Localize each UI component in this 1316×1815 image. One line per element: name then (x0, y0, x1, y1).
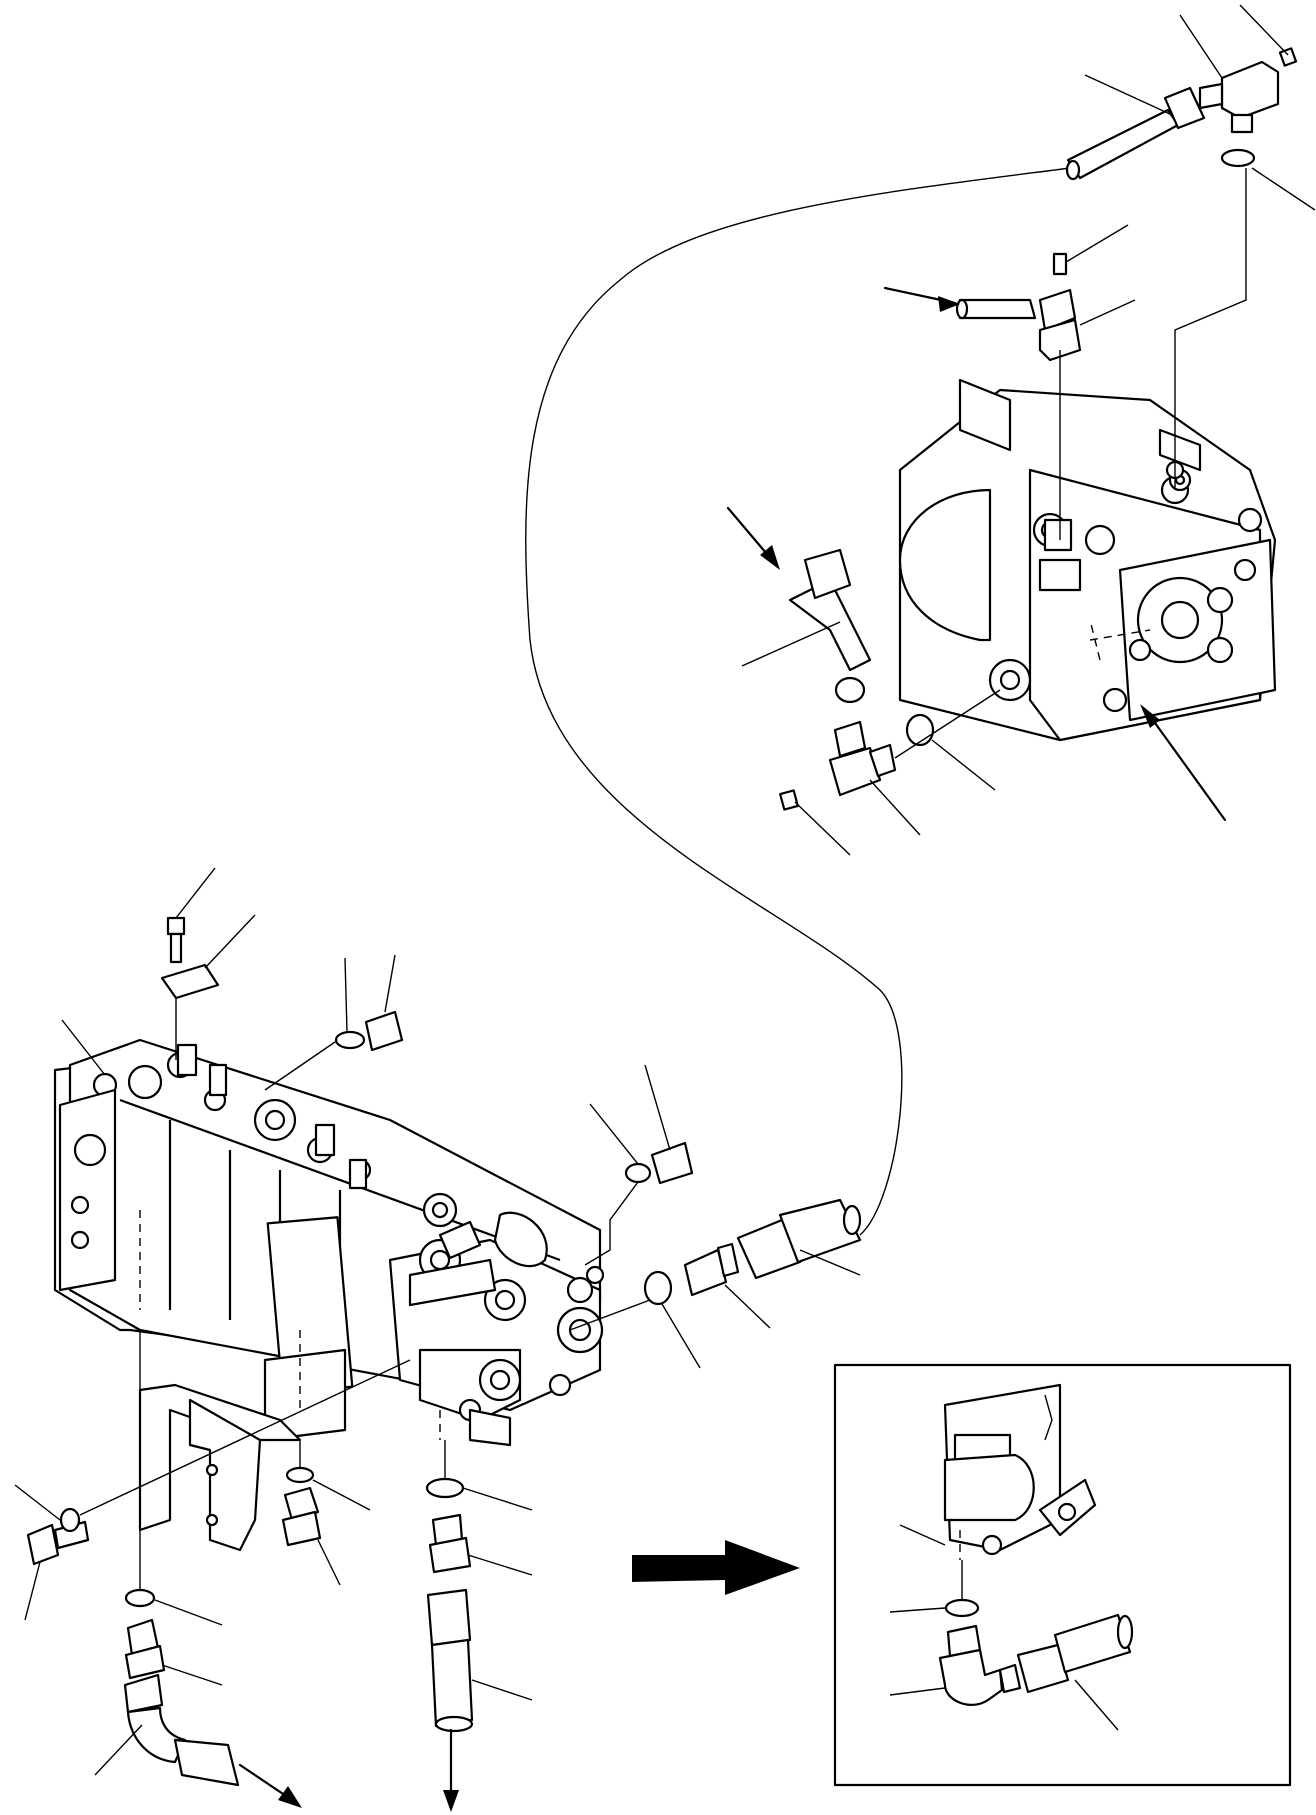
pump-body-arrow (1140, 704, 1227, 822)
valve-bottom-adapter-right (428, 1513, 472, 1574)
o-ring (1220, 148, 1256, 168)
pump-side-tee-fitting (779, 548, 897, 811)
valve-bottom-o-ring-left (124, 1588, 156, 1608)
valve-bottom-o-ring-mid (285, 1466, 315, 1484)
valve-plug-right-leader (584, 1181, 639, 1266)
valve-top-spools (176, 1043, 368, 1190)
valve-bottom-o-ring-right (425, 1477, 465, 1499)
hose-end-top (1065, 86, 1206, 181)
pump-top-elbow-fitting (1198, 47, 1298, 134)
pump-side-o-ring (905, 713, 935, 747)
valve-bottom-plug (281, 1486, 322, 1547)
valve-plug-leader (264, 1041, 336, 1091)
flow-arrow-pump-inlet (883, 286, 960, 312)
valve-outlet-adapter (643, 1242, 740, 1306)
valve-plug-top (334, 1010, 404, 1052)
bracket-bolt (26, 1520, 90, 1566)
valve-bottom-elbow-hose (123, 1673, 240, 1787)
hydraulic-pump (898, 378, 1277, 742)
flow-arrow-left-outlet (238, 1763, 302, 1808)
valve-plug-right (624, 1141, 694, 1185)
bracket-bolt-leader (79, 1359, 411, 1516)
valve-hose-end (736, 1198, 862, 1280)
valve-top-bolt (166, 916, 186, 964)
valve-bottom-hose-right (426, 1588, 474, 1733)
flow-arrow-pump-side (726, 506, 780, 570)
bracket-washer (59, 1507, 81, 1533)
detail-inset-box (833, 1363, 1292, 1787)
main-hose-line (525, 166, 1079, 1236)
flow-arrow-bottom-outlet (443, 1728, 459, 1812)
valve-top-plate (160, 963, 220, 1000)
valve-outlet-leader (569, 1299, 651, 1331)
control-valve-block (53, 1038, 605, 1447)
detail-view-arrow (632, 1540, 800, 1595)
pump-side-leader (894, 689, 1001, 759)
pump-mid-fitting (955, 252, 1082, 362)
mounting-bracket (138, 1330, 302, 1552)
callout-leaders (14, 4, 1316, 1776)
valve-bottom-adapter-left (124, 1618, 166, 1680)
pump-right-leader (1174, 168, 1247, 490)
